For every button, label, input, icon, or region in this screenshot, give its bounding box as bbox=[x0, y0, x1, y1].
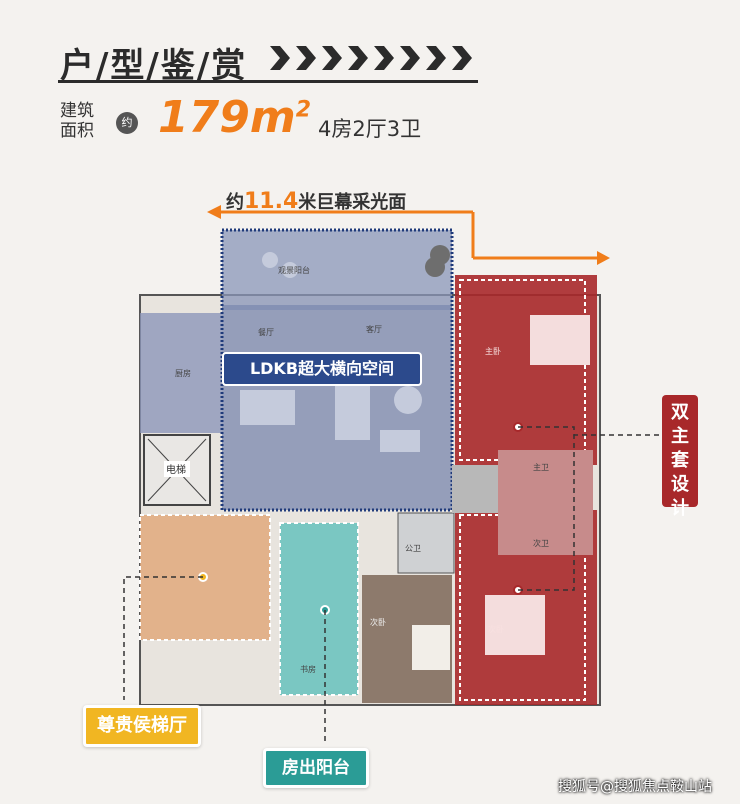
room-layout: 4房2厅3卫 bbox=[318, 117, 422, 141]
label-master: 主卧 bbox=[485, 347, 501, 356]
facade-arrow-icon bbox=[207, 205, 610, 265]
facade-label: 约11.4米巨幕采光面 bbox=[226, 189, 407, 214]
balcony-tag: 房出阳台 bbox=[263, 748, 369, 788]
label-second-bath: 次卫 bbox=[533, 539, 549, 548]
page-title: 户/型/鉴/赏 bbox=[60, 46, 248, 86]
label-dining: 餐厅 bbox=[258, 328, 274, 337]
svg-text:电梯: 电梯 bbox=[166, 463, 186, 476]
label-bedroom: 次卧 bbox=[370, 618, 386, 627]
watermark: 搜狐号@搜狐焦点鞍山站 bbox=[558, 779, 712, 795]
label-second-master: 次卧 bbox=[488, 625, 504, 634]
private-lift-tag: 尊贵侯梯厅 bbox=[83, 705, 201, 747]
label-kitchen: 厨房 bbox=[175, 369, 191, 378]
approx-badge: 约 bbox=[116, 112, 138, 134]
label-living: 客厅 bbox=[366, 325, 382, 334]
area-label: 建筑面积 bbox=[60, 101, 94, 141]
label-master-bath: 主卫 bbox=[533, 463, 549, 472]
title-underline bbox=[58, 80, 478, 83]
master-suites-tag: 双主套设计 bbox=[662, 395, 698, 519]
label-living-balcony: 观景阳台 bbox=[278, 266, 310, 275]
label-study: 书房 bbox=[300, 665, 316, 674]
area-value: 179m2 bbox=[158, 92, 312, 143]
label-public-bath: 公卫 bbox=[405, 544, 421, 553]
ldkb-tag: LDKB超大横向空间 bbox=[222, 352, 422, 386]
chevron-arrows-icon bbox=[270, 46, 472, 70]
